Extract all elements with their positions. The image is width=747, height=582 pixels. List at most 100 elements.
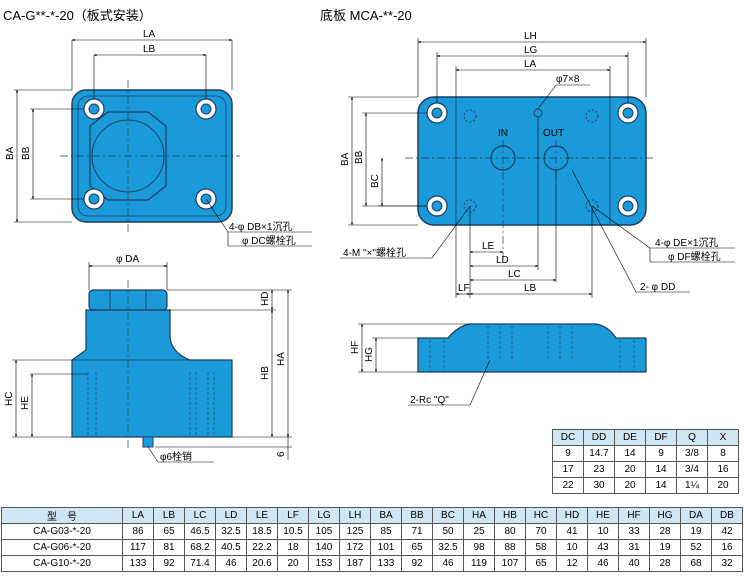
table-cell: CA-G03-*-20 bbox=[1, 523, 123, 540]
table-cell: 3/8 bbox=[676, 445, 708, 462]
label-in: IN bbox=[498, 128, 508, 139]
table-header-cell: HF bbox=[618, 507, 650, 524]
left-title: CA-G**-*-20（板式安装） bbox=[3, 8, 152, 23]
table-cell: 10 bbox=[556, 539, 588, 556]
dimension-table: 型 号 LA LB LC LD LE LF LG LH BA BB BC HA … bbox=[1, 507, 743, 572]
table-cell: 28 bbox=[649, 555, 681, 572]
table-header-cell: DA bbox=[680, 507, 712, 524]
dim-bb-left: BB bbox=[21, 146, 32, 160]
dim-bc: BC bbox=[370, 174, 381, 188]
table-cell: 172 bbox=[339, 539, 371, 556]
table-cell: 80 bbox=[494, 523, 526, 540]
table-cell: 10 bbox=[587, 523, 619, 540]
table-cell: 117 bbox=[122, 539, 154, 556]
table-cell: 140 bbox=[308, 539, 340, 556]
table-cell: 46 bbox=[215, 555, 247, 572]
table-row: CA-G06-*-20 117 81 68.2 40.5 22.2 18 140… bbox=[1, 539, 743, 556]
label-out: OUT bbox=[543, 128, 564, 139]
dim-hg: HG bbox=[364, 347, 375, 362]
table-row: 9 14.7 14 9 3/8 8 bbox=[552, 445, 739, 462]
callout-rc: 2-Rc "Q" bbox=[410, 395, 449, 406]
table-header-cell: BC bbox=[432, 507, 464, 524]
table-header-cell: LA bbox=[122, 507, 154, 524]
callout-m-bolt: 4-M "×"螺栓孔 bbox=[343, 246, 406, 259]
table-cell: 98 bbox=[463, 539, 495, 556]
table-cell: 20.6 bbox=[246, 555, 278, 572]
subplate-top-view bbox=[405, 96, 655, 262]
table-cell: 32.5 bbox=[432, 539, 464, 556]
table-cell: 12 bbox=[556, 555, 588, 572]
table-row: 17 23 20 14 3/4 16 bbox=[552, 461, 739, 478]
table-cell: 17 bbox=[552, 461, 584, 478]
table-header-cell: HA bbox=[463, 507, 495, 524]
table-header-cell: LE bbox=[246, 507, 278, 524]
table-header-cell: HG bbox=[649, 507, 681, 524]
table-header-cell: BB bbox=[401, 507, 433, 524]
dim-lh: LH bbox=[524, 31, 537, 42]
table-header-cell: LG bbox=[308, 507, 340, 524]
table-cell: 65 bbox=[525, 555, 557, 572]
table-row: 22 30 20 14 1¼ 20 bbox=[552, 477, 739, 494]
table-row: CA-G03-*-20 86 65 46.5 32.5 18.5 10.5 10… bbox=[1, 523, 743, 540]
table-cell: 22.2 bbox=[246, 539, 278, 556]
dim-ba-left: BA bbox=[5, 146, 16, 160]
table-cell: 46 bbox=[432, 555, 464, 572]
table-cell: 14 bbox=[614, 445, 646, 462]
table-cell: 105 bbox=[308, 523, 340, 540]
table-header-cell: LF bbox=[277, 507, 309, 524]
table-header-cell: HE bbox=[587, 507, 619, 524]
table-cell: 125 bbox=[339, 523, 371, 540]
table-cell: 52 bbox=[680, 539, 712, 556]
callout-df-bolt: φ DF螺栓孔 bbox=[668, 250, 721, 263]
table-cell: 119 bbox=[463, 555, 495, 572]
table-cell: 42 bbox=[711, 523, 743, 540]
table-cell: CA-G06-*-20 bbox=[1, 539, 123, 556]
dim-lb-left: LB bbox=[143, 44, 156, 55]
dim-la-left: LA bbox=[143, 29, 156, 40]
dim-hf: HF bbox=[350, 341, 361, 354]
table-cell: 3/4 bbox=[676, 461, 708, 478]
dim-hc: HC bbox=[4, 392, 15, 406]
table-cell: 20 bbox=[614, 461, 646, 478]
port-size-table: DC DD DE DF Q X 9 14.7 14 9 3/8 8 17 23 … bbox=[552, 429, 739, 494]
table-cell: 14.7 bbox=[583, 445, 615, 462]
callout-de-hole: 4-φ DE×1沉孔 bbox=[655, 236, 718, 249]
table-header-cell: DD bbox=[583, 429, 615, 446]
table-header-cell: Q bbox=[676, 429, 708, 446]
dim-lf: LF bbox=[458, 283, 470, 294]
table-header-cell: LD bbox=[215, 507, 247, 524]
subplate-side-view bbox=[417, 323, 647, 373]
table-header-cell: LC bbox=[184, 507, 216, 524]
table-cell: 33 bbox=[618, 523, 650, 540]
table-cell: 16 bbox=[707, 461, 739, 478]
table-cell: 1¼ bbox=[676, 477, 708, 494]
table-cell: 50 bbox=[432, 523, 464, 540]
table-cell: 19 bbox=[680, 523, 712, 540]
dim-lc: LC bbox=[508, 269, 521, 280]
table-cell: 65 bbox=[401, 539, 433, 556]
table-cell: 85 bbox=[370, 523, 402, 540]
dim-ha: HA bbox=[276, 352, 287, 366]
dim-ba-right: BA bbox=[340, 152, 351, 166]
valve-top-view bbox=[60, 80, 240, 235]
table-header-cell: DE bbox=[614, 429, 646, 446]
table-header-cell: HB bbox=[494, 507, 526, 524]
table-row: CA-G10-*-20 133 92 71.4 46 20.6 20 153 1… bbox=[1, 555, 743, 572]
table-cell: 101 bbox=[370, 539, 402, 556]
table-cell: 41 bbox=[556, 523, 588, 540]
dim-lb-right: LB bbox=[524, 283, 537, 294]
table-cell: 28 bbox=[649, 523, 681, 540]
table-header-cell: DB bbox=[711, 507, 743, 524]
table-cell: 43 bbox=[587, 539, 619, 556]
table-cell: 92 bbox=[153, 555, 185, 572]
table-cell: 70 bbox=[525, 523, 557, 540]
callout-pin: φ6栓销 bbox=[160, 450, 192, 463]
table-header-cell: 型 号 bbox=[1, 507, 123, 524]
callout-dd: 2- φ DD bbox=[640, 282, 675, 293]
dim-da: φ DA bbox=[116, 254, 139, 265]
table-cell: 65 bbox=[153, 523, 185, 540]
table-cell: 92 bbox=[401, 555, 433, 572]
table-cell: 71.4 bbox=[184, 555, 216, 572]
table-cell: 20 bbox=[707, 477, 739, 494]
